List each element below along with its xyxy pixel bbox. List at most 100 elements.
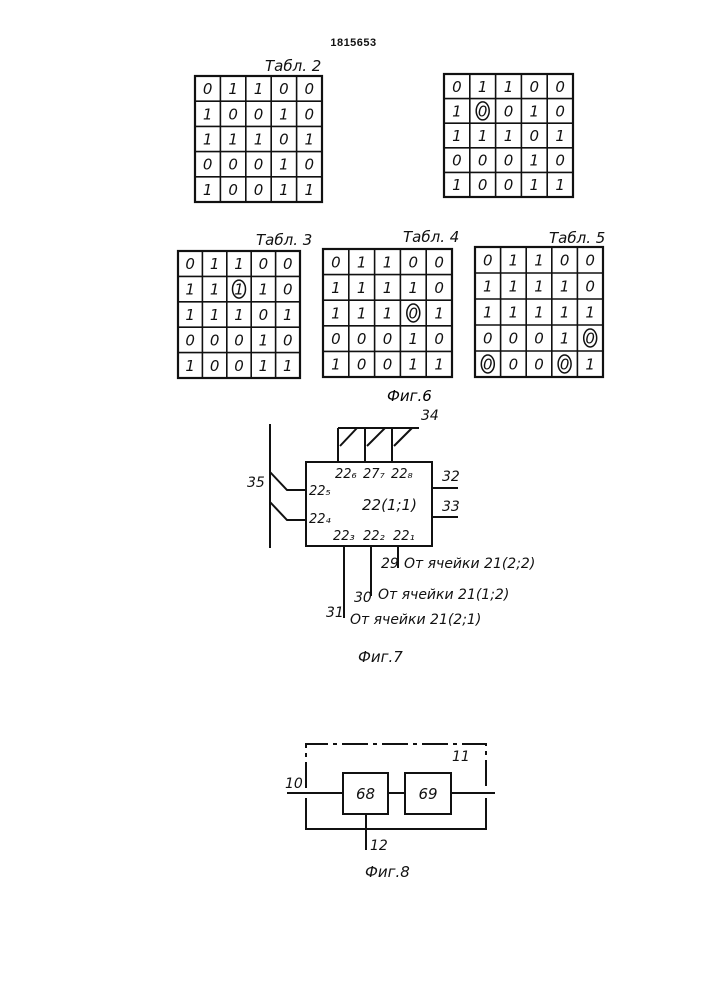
table-cell: 1 xyxy=(185,357,195,375)
label-bottom-2: 22₂ xyxy=(363,529,385,544)
table-cell: 1 xyxy=(534,304,544,322)
table-cell: 1 xyxy=(228,80,238,98)
table-cell: 0 xyxy=(203,156,213,174)
ref-31: 31 xyxy=(326,605,344,621)
ref-33: 33 xyxy=(442,499,460,515)
table-cell: 1 xyxy=(279,181,289,199)
table-cell: 0 xyxy=(259,255,269,273)
input-22-6-slant xyxy=(340,428,357,446)
table-cell: 0 xyxy=(555,102,565,120)
table-cell: 1 xyxy=(254,131,264,149)
block-69-label: 69 xyxy=(418,785,437,803)
table-cell: 1 xyxy=(585,356,595,374)
table-cell: 1 xyxy=(357,253,367,271)
table-cell: 0 xyxy=(279,131,289,149)
table-cell: 0 xyxy=(530,78,540,96)
table-cell: 1 xyxy=(185,281,195,299)
table-cell: 1 xyxy=(452,176,462,194)
table-cell: 1 xyxy=(509,252,519,270)
table-cell: 0 xyxy=(234,331,244,349)
table-cell: 1 xyxy=(534,278,544,296)
table-cell: 1 xyxy=(452,127,462,145)
table-cell: 1 xyxy=(560,278,570,296)
table-caption: Табл. 4 xyxy=(403,228,459,246)
table-cell: 1 xyxy=(234,306,244,324)
table-cell: 0 xyxy=(504,152,514,170)
table-cell: 1 xyxy=(305,181,315,199)
frame-11-bottom xyxy=(306,798,486,829)
table-caption: Табл. 2 xyxy=(265,57,321,75)
source-line-30: От ячейки 21(1;2) xyxy=(378,587,509,603)
table-cell: 0 xyxy=(283,331,293,349)
table-cell: 1 xyxy=(383,279,393,297)
table-cell: 1 xyxy=(585,304,595,322)
table-cell: 0 xyxy=(259,306,269,324)
table-cell: 1 xyxy=(434,305,444,323)
table-cell: 1 xyxy=(283,306,293,324)
table-cell: 0 xyxy=(555,78,565,96)
table-cell: 0 xyxy=(504,176,514,194)
table-cell: 1 xyxy=(555,127,565,145)
fig8-caption: Фиг.8 xyxy=(365,863,410,881)
label-bottom-1: 22₃ xyxy=(333,529,355,544)
table-caption: Табл. 5 xyxy=(549,229,605,247)
block-label: 22(1;1) xyxy=(362,496,417,514)
table-cell: 1 xyxy=(504,78,514,96)
table-cell: 0 xyxy=(210,357,220,375)
table-cell: 1 xyxy=(530,152,540,170)
table-cell: 0 xyxy=(185,255,195,273)
label-top-2: 27₇ xyxy=(363,467,386,482)
label-top-1: 22₆ xyxy=(335,467,357,482)
source-line-29: От ячейки 21(2;2) xyxy=(404,556,535,572)
table-cell: 1 xyxy=(383,253,393,271)
table-cell: 0 xyxy=(203,80,213,98)
table-cell: 1 xyxy=(283,357,293,375)
label-top-3: 22₈ xyxy=(391,467,413,482)
table-cell: 0 xyxy=(534,330,544,348)
table-cell: 1 xyxy=(210,255,220,273)
table-cell: 0 xyxy=(383,356,393,374)
table-t4: 0110011110111010001010011Табл. 4 xyxy=(323,228,459,377)
table-cell: 1 xyxy=(279,156,289,174)
table-cell: 0 xyxy=(283,281,293,299)
table-cell: 1 xyxy=(259,357,269,375)
table-cell: 0 xyxy=(585,252,595,270)
table-cell: 1 xyxy=(259,331,269,349)
table-cell: 0 xyxy=(254,156,264,174)
table-cell: 0 xyxy=(228,105,238,123)
table-cell: 1 xyxy=(331,356,341,374)
table-cell: 0 xyxy=(585,278,595,296)
table-cell: 1 xyxy=(555,176,565,194)
table-cell: 1 xyxy=(228,131,238,149)
table-cell: 1 xyxy=(504,127,514,145)
table-cell: 0 xyxy=(283,255,293,273)
table-cell: 1 xyxy=(530,176,540,194)
block-68-label: 68 xyxy=(356,785,375,803)
table-cell: 0 xyxy=(305,105,315,123)
table-cell: 1 xyxy=(203,181,213,199)
label-bottom-3: 22₁ xyxy=(393,529,415,544)
table-cell: 0 xyxy=(279,80,289,98)
table-cell: 0 xyxy=(509,330,519,348)
tables-figure-6: 0110010010111010001010011Табл. 201100100… xyxy=(178,57,605,378)
table-cell: 0 xyxy=(434,279,444,297)
table-cell: 1 xyxy=(560,330,570,348)
table-cell: 1 xyxy=(203,105,213,123)
table-cell: 1 xyxy=(452,102,462,120)
table-cell: 1 xyxy=(254,80,264,98)
input-27-7-slant xyxy=(367,428,385,446)
table-cell: 0 xyxy=(452,78,462,96)
table-cell: 0 xyxy=(478,152,488,170)
table-t2b: 0110010010111010001010011 xyxy=(444,74,573,197)
ref-30: 30 xyxy=(354,590,372,606)
table-cell: 0 xyxy=(478,176,488,194)
table-cell: 1 xyxy=(203,131,213,149)
ref-11: 11 xyxy=(452,749,470,765)
table-cell: 1 xyxy=(483,278,493,296)
table-cell: 1 xyxy=(234,255,244,273)
table-cell: 1 xyxy=(534,252,544,270)
table-cell: 0 xyxy=(534,356,544,374)
table-t2: 0110010010111010001010011Табл. 2 xyxy=(195,57,322,202)
table-cell: 0 xyxy=(434,253,444,271)
table-cell: 0 xyxy=(434,330,444,348)
